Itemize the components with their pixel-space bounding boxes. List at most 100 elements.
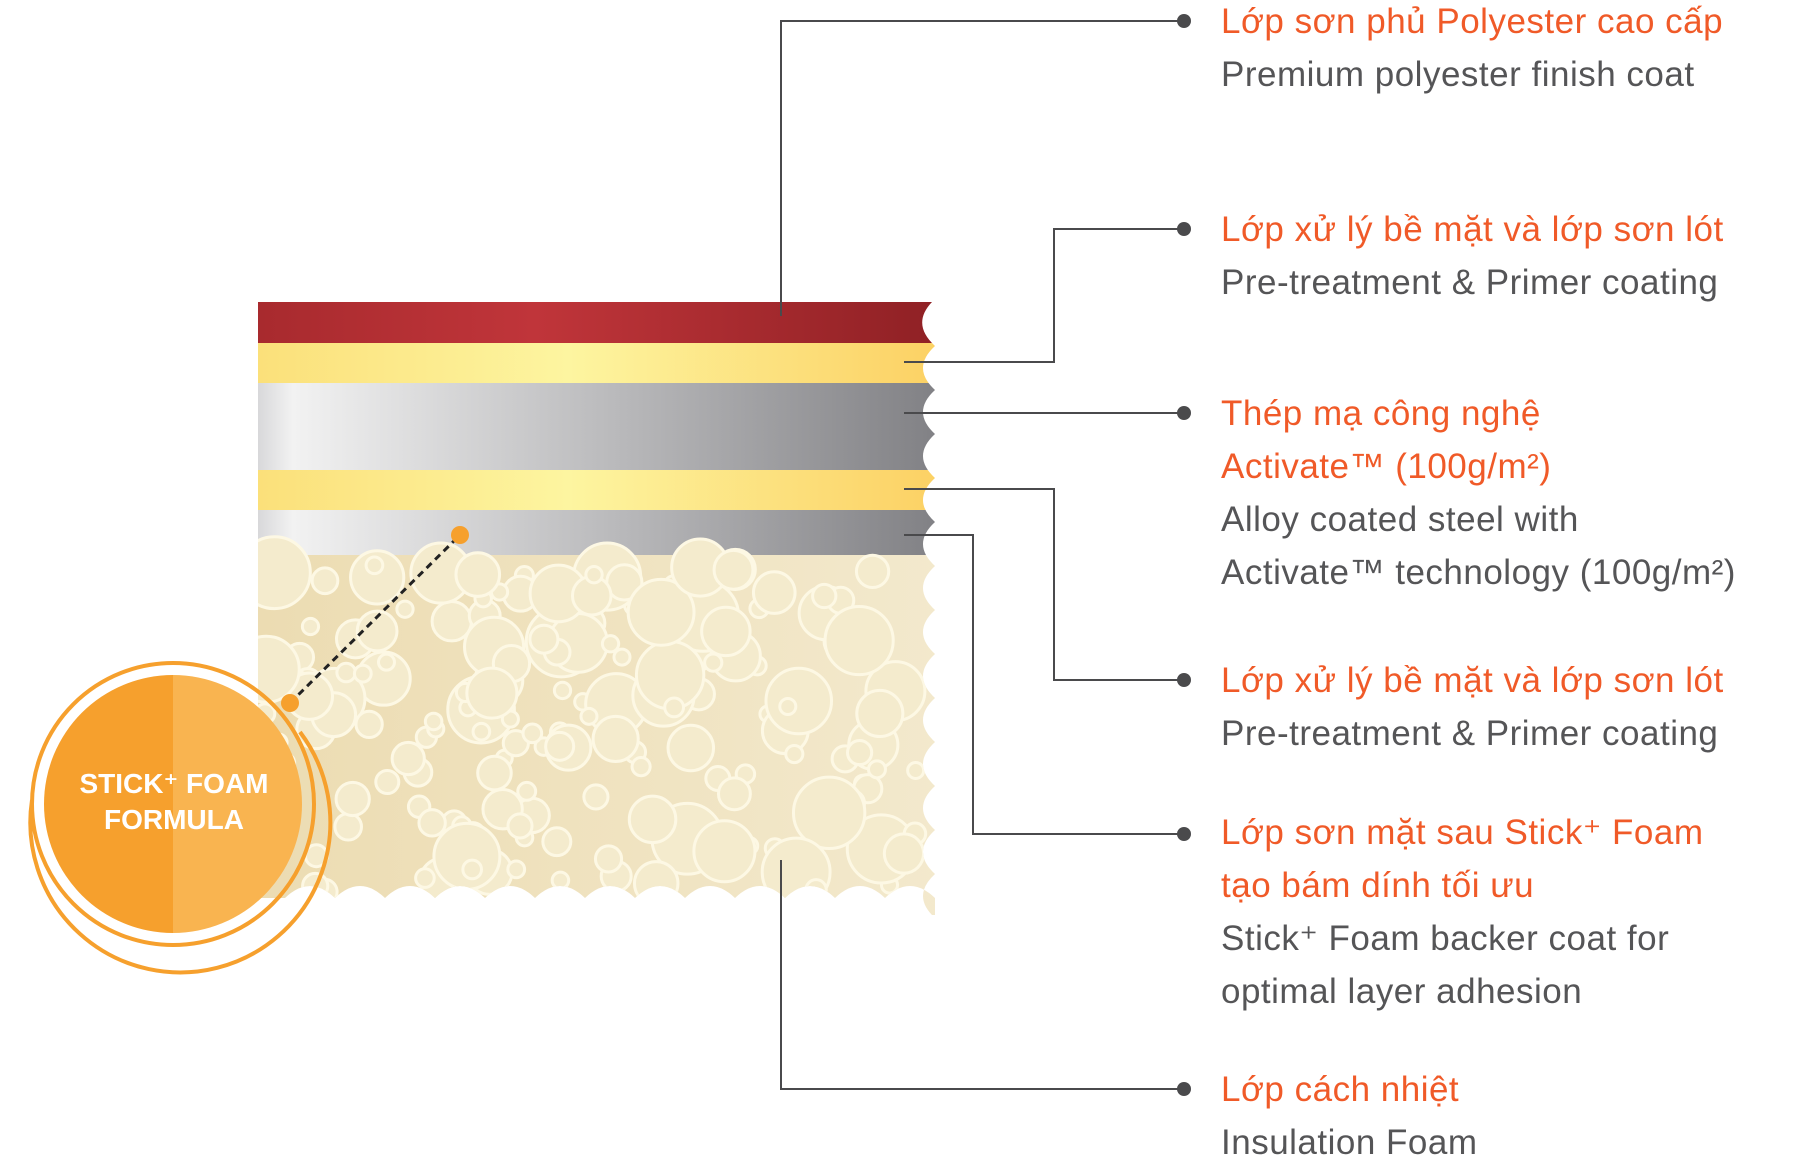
- foam-bubble: [355, 609, 399, 653]
- foam-bubble: [432, 821, 502, 891]
- foam-bubble: [579, 706, 599, 726]
- foam-bubble: [552, 680, 573, 701]
- leader-dots: [1177, 14, 1191, 1096]
- primer-layer-bottom: [258, 470, 935, 510]
- foam-bubble: [784, 743, 805, 765]
- label-backer-coat: Lớp sơn mặt sau Stick⁺ Foam tạo bám dính…: [1221, 806, 1703, 1018]
- foam-bubble: [516, 780, 538, 802]
- foam-bubble: [465, 666, 519, 720]
- pointer-dot: [451, 526, 469, 544]
- foam-bubble: [626, 577, 696, 647]
- foam-bubble: [600, 634, 621, 654]
- label-vi: tạo bám dính tối ưu: [1221, 866, 1535, 905]
- label-insulation: Lớp cách nhiệt Insulation Foam: [1221, 1063, 1478, 1163]
- label-primer-top: Lớp xử lý bề mặt và lớp sơn lót Pre-trea…: [1221, 203, 1724, 309]
- label-en: Stick⁺ Foam backer coat for: [1221, 919, 1670, 958]
- foam-bubble: [471, 721, 492, 742]
- foam-bubble: [778, 697, 798, 717]
- label-vi: Lớp cách nhiệt: [1221, 1070, 1460, 1109]
- foam-bubble: [349, 549, 406, 606]
- foam-bubble: [376, 652, 396, 672]
- foam-bubble: [423, 711, 444, 732]
- label-vi: Lớp xử lý bề mặt và lớp sơn lót: [1221, 661, 1724, 700]
- label-vi: Lớp xử lý bề mặt và lớp sơn lót: [1221, 210, 1724, 249]
- pointer-dot: [281, 694, 299, 712]
- foam-bubble: [364, 555, 385, 576]
- label-en: Pre-treatment & Primer coating: [1221, 263, 1719, 302]
- foam-bubble: [663, 696, 686, 719]
- foam-bubble: [521, 722, 544, 745]
- foam-bubble: [666, 723, 716, 773]
- label-steel: Thép mạ công nghệ Activate™ (100g/m²) Al…: [1221, 387, 1736, 599]
- foam-bubble: [354, 709, 384, 739]
- foam-bubble: [855, 688, 905, 739]
- foam-bubble: [791, 775, 867, 851]
- foam-bubble: [630, 756, 652, 778]
- foam-bubble: [300, 616, 321, 637]
- foam-bubble: [811, 582, 838, 610]
- foam-bubble: [528, 623, 560, 655]
- foam-bubble: [461, 858, 484, 881]
- leader-line-6: [780, 860, 1184, 1090]
- foam-bubble: [417, 808, 447, 838]
- foam-bubble: [476, 754, 513, 792]
- foam-bubble: [506, 812, 534, 840]
- label-en: Premium polyester finish coat: [1221, 55, 1695, 94]
- foam-bubble: [854, 553, 891, 589]
- polyester-layer: [258, 302, 935, 343]
- foam-bubble: [882, 832, 926, 875]
- leader-line-1: [780, 20, 1184, 316]
- foam-bubble: [310, 566, 340, 596]
- foam-bubble: [584, 565, 604, 585]
- badge-line-1: STICK⁺ FOAM: [79, 768, 269, 799]
- leader-lines: [780, 20, 1184, 1090]
- foam-bubble: [751, 570, 797, 615]
- foam-bubble: [712, 548, 755, 591]
- foam-bubble: [866, 759, 887, 780]
- label-primer-bottom: Lớp xử lý bề mặt và lớp sơn lót Pre-trea…: [1221, 654, 1724, 760]
- label-vi: Activate™ (100g/m²): [1221, 447, 1552, 486]
- stick-foam-badge: [28, 526, 469, 975]
- label-en: Pre-treatment & Primer coating: [1221, 714, 1719, 753]
- dotted-pointer: [288, 533, 462, 705]
- foam-bubble: [764, 666, 834, 736]
- foam-bubble: [703, 652, 724, 673]
- leader-line-5: [904, 534, 1184, 835]
- foam-bubble: [335, 661, 357, 684]
- foam-bubble: [627, 794, 678, 845]
- foam-bubble: [846, 738, 874, 767]
- foam-bubble: [544, 730, 576, 762]
- foam-bubble: [760, 836, 832, 908]
- label-polyester: Lớp sơn phủ Polyester cao cấp Premium po…: [1221, 0, 1723, 101]
- label-en: Alloy coated steel with: [1221, 500, 1579, 539]
- foam-bubble: [395, 599, 415, 619]
- foam-bubble: [333, 811, 363, 842]
- label-en: Insulation Foam: [1221, 1123, 1478, 1162]
- leader-line-2: [904, 228, 1184, 363]
- primer-layer-top: [258, 343, 935, 383]
- foam-bubble: [692, 819, 757, 884]
- label-vi: Thép mạ công nghệ: [1221, 394, 1541, 433]
- label-en: Activate™ technology (100g/m²): [1221, 553, 1736, 592]
- foam-bubble: [550, 870, 571, 891]
- foam-bubble: [823, 604, 895, 677]
- foam-bubble: [506, 859, 527, 880]
- foam-bubble: [258, 634, 301, 704]
- foam-bubble: [804, 878, 828, 902]
- foam-bubble: [700, 605, 752, 658]
- foam-bubble: [591, 714, 640, 764]
- badge-label: STICK⁺ FOAM FORMULA: [44, 766, 304, 838]
- label-vi: Lớp sơn mặt sau Stick⁺ Foam: [1221, 813, 1704, 852]
- foam-bubble: [593, 844, 624, 874]
- foam-bubble: [582, 783, 610, 811]
- foam-bubble: [390, 740, 426, 777]
- leader-line-4: [904, 488, 1184, 681]
- label-en: optimal layer adhesion: [1221, 972, 1583, 1011]
- foam-bubble: [716, 776, 752, 812]
- foam-bubble: [334, 780, 371, 818]
- foam-bubble: [906, 760, 926, 780]
- foam-bubble: [454, 551, 502, 598]
- label-vi: Lớp sơn phủ Polyester cao cấp: [1221, 2, 1724, 41]
